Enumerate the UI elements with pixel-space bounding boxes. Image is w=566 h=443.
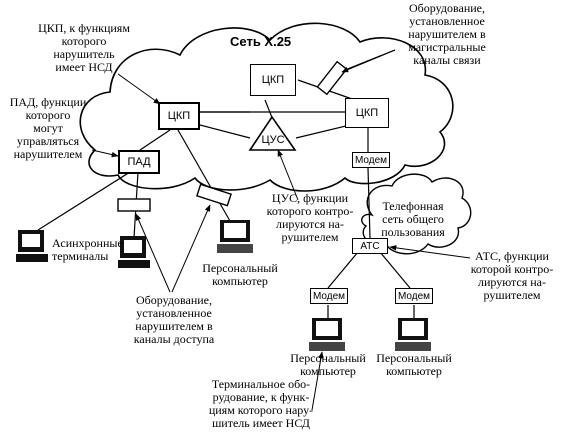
annotation-tskp-nsd: ЦКП, к функциям которого нарушитель имее…: [38, 21, 130, 74]
tap-device-backbone: [316, 60, 348, 96]
line-ats-modem-left: [327, 251, 359, 289]
modem-top: Модем: [352, 152, 390, 168]
annotation-tsus-controlled: ЦУС, функции которого контро- лируются н…: [266, 191, 354, 244]
terminal-1: [16, 230, 48, 262]
tap-device-access-1: [117, 198, 151, 212]
line-ats-modem-right: [379, 251, 411, 289]
arrow-access-1: [135, 213, 171, 293]
label-pc-right: Персональный компьютер: [376, 351, 452, 378]
phone-cloud: [361, 173, 472, 255]
x25-cloud: [79, 22, 454, 192]
arrow-ats: [389, 245, 471, 259]
annotation-backbone-equipment: Оборудование, установленное нарушителем …: [408, 1, 486, 67]
arrow-pad: [91, 149, 119, 158]
annotation-access-equipment: Оборудование, установленное нарушителем …: [133, 293, 215, 346]
link-left-tsus: [199, 124, 251, 139]
label-pc-center: Персональный компьютер: [202, 261, 278, 288]
network-title: Сеть X.25: [230, 34, 292, 49]
tsus-triangle: [248, 115, 297, 151]
label-pc-left: Персональный компьютер: [290, 351, 366, 378]
terminal-2: [118, 236, 150, 268]
tsus-label: ЦУС: [261, 134, 285, 146]
annotation-terminal-nsd: Терминальное обо- рудование, к функ- ция…: [208, 377, 314, 430]
arrow-terminal-nsd: [311, 351, 324, 411]
modem-left: Модем: [310, 288, 348, 304]
pc-center: [217, 220, 253, 253]
arrow-tskp-nsd: [117, 73, 161, 105]
tap-device-access-2: [196, 183, 232, 207]
phone-network-label: Телефонная сеть общего пользования: [381, 199, 445, 239]
label-async-terminals: Асинхронные терминалы: [52, 236, 123, 263]
tskp-top: ЦКП: [250, 64, 296, 96]
pad-node: ПАД: [118, 150, 160, 174]
link-right-tsus: [295, 124, 351, 139]
arrow-access-2: [171, 204, 211, 293]
pc-left: [309, 318, 345, 351]
ats-node: АТС: [352, 238, 388, 254]
arrow-tsus: [277, 149, 299, 201]
annotation-pad-managed: ПАД, функции которого могут управляться …: [9, 95, 87, 161]
tskp-right: ЦКП: [345, 98, 389, 128]
pc-right: [395, 318, 431, 351]
line-pad-terminal1: [37, 171, 131, 231]
arrow-backbone-equipment: [341, 49, 396, 73]
link-left-pad: [139, 129, 171, 151]
line-modem-ats: [367, 167, 371, 239]
tskp-left: ЦКП: [158, 102, 200, 130]
annotation-ats-controlled: АТС, функции которой контро- лируются на…: [470, 249, 554, 302]
modem-right: Модем: [395, 288, 433, 304]
line-tskp-pc: [177, 129, 235, 229]
